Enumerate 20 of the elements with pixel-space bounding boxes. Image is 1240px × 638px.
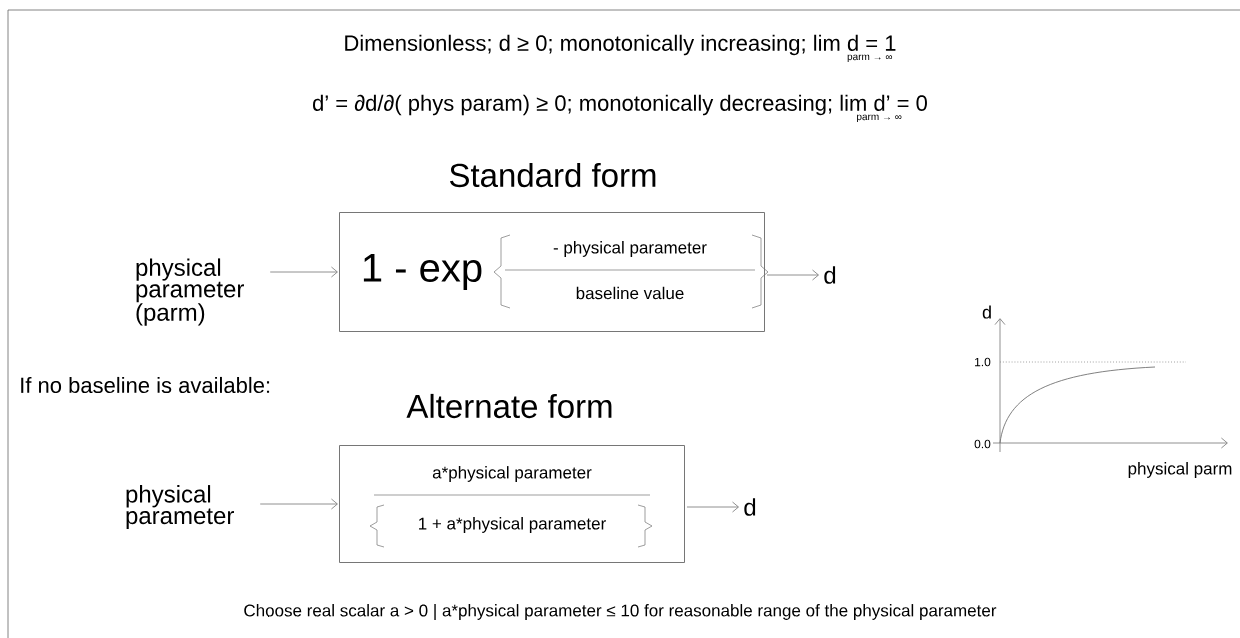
- axis-label: physical parm: [1128, 462, 1232, 478]
- arrow: [766, 269, 819, 281]
- input-text: physical parameter (parm): [136, 258, 244, 326]
- form-heading: Standard form: [449, 162, 656, 188]
- form-heading: Alternate form: [406, 393, 612, 419]
- input-text: d: [824, 266, 836, 284]
- formula-box: a*physical parameter 1 + a*physical parameter: [339, 445, 685, 563]
- tick-label: 1.0: [975, 357, 991, 367]
- axis-label: d: [982, 305, 991, 319]
- formula-box: 1 - exp - physical parameter baseline value: [339, 212, 769, 332]
- input-text: d: [744, 498, 756, 516]
- input-text: physical parameter: [126, 485, 234, 529]
- limit-subscript: parm → ∞: [857, 114, 902, 123]
- arrow: [269, 266, 338, 278]
- limit-subscript: parm → ∞: [847, 54, 893, 63]
- arrow: [686, 501, 739, 513]
- condition-text: If no baseline is available:: [21, 376, 270, 394]
- tick-label: 0.0: [974, 439, 991, 449]
- arrow: [259, 498, 338, 510]
- note-text: Choose real scalar a > 0 | a*physical parameter ≤ 10 for reasonable range of the physical parameter: [244, 604, 997, 620]
